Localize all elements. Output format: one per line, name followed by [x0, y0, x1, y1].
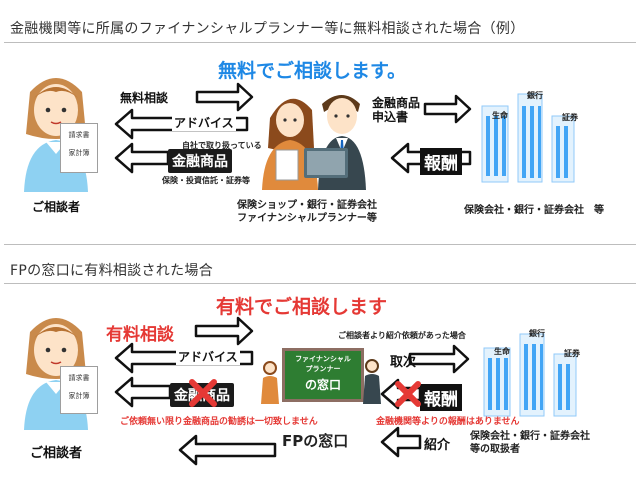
presenter-man-icon: [363, 359, 381, 404]
building-label-bank: 銀行: [527, 91, 543, 100]
doc-invoice-label-2: 請求書: [68, 374, 90, 382]
section2-right-label-line1: 保険会社・銀行・証券会社: [470, 431, 590, 442]
financial-products-badge: 金融商品: [168, 149, 232, 173]
building-label-life: 生命: [492, 111, 508, 120]
board-line1: ファイナンシャル: [295, 355, 351, 363]
center-label: 保険ショップ・銀行・証券会社 ファイナンシャルプランナー等: [237, 199, 377, 225]
no-solicit-warning: ご依頼無い限り金融商品の勧誘は一切致しません: [120, 417, 318, 427]
section2-building-label-securities: 証券: [564, 349, 580, 358]
doc-invoice-label: 請求書: [68, 131, 90, 139]
section2-buildings: [483, 333, 577, 417]
section2-headline: 有料でご相談します: [216, 296, 388, 318]
section1-title: 金融機関等に所属のファイナンシャルプランナー等に無料相談された場合（例）: [10, 21, 525, 37]
board-main: の窓口: [304, 378, 341, 392]
section1-divider: [4, 42, 636, 43]
section1-headline: 無料でご相談します。: [218, 60, 407, 82]
section1-client-label: ご相談者: [32, 200, 81, 214]
referral-note: ご相談者より紹介依頼があった場合: [338, 331, 466, 340]
agency-label: 取次: [390, 355, 417, 370]
reward-cross-mark-icon: [395, 381, 421, 407]
section2-title: FPの窓口に有料相談された場合: [10, 263, 213, 279]
section2-reward-badge: 報酬: [420, 384, 462, 411]
section1-buildings: [481, 93, 575, 183]
paid-consult-label: 有料相談: [106, 325, 174, 345]
section2-right-label: 保険会社・銀行・証券会社 等の取扱者: [470, 430, 590, 456]
section2-building-label-life: 生命: [494, 347, 510, 356]
center-label-line2: ファイナンシャルプランナー等: [237, 213, 377, 224]
introduction-label: 紹介: [424, 438, 451, 453]
client-documents: 請求書 家計簿: [60, 123, 98, 173]
board-line2: プランナー: [305, 365, 341, 373]
fp-window-board: ファイナンシャル プランナー の窓口: [282, 348, 364, 402]
cross-mark-icon: [189, 379, 217, 407]
product-application-label: 金融商品 申込書: [372, 96, 420, 124]
center-label-line1: 保険ショップ・銀行・証券会社: [237, 200, 377, 211]
presenter-woman-icon: [261, 361, 279, 404]
self-handled-note: 自社で取り扱っている: [182, 141, 262, 150]
product-application-line2: 申込書: [372, 110, 409, 124]
staff-illustration: [262, 95, 366, 190]
section-divider: [4, 244, 636, 245]
reward-badge: 報酬: [420, 148, 462, 175]
section2-right-label-line2: 等の取扱者: [470, 444, 520, 455]
section2-advice-label: アドバイス: [176, 348, 240, 365]
product-application-line1: 金融商品: [372, 96, 421, 110]
section2-client-label: ご相談者: [30, 446, 83, 461]
section1-right-label: 保険会社・銀行・証券会社 等: [464, 205, 604, 216]
no-reward-warning: 金融機関等よりの報酬はありません: [376, 417, 520, 427]
arrow-label-free-consult: 無料相談: [120, 91, 169, 105]
doc-householdbook-label-2: 家計簿: [68, 392, 90, 400]
section2-building-label-bank: 銀行: [529, 329, 545, 338]
building-label-securities: 証券: [562, 113, 578, 122]
client-documents-2: 請求書 家計簿: [60, 366, 98, 414]
section2-divider: [4, 283, 636, 284]
products-subtitle: 保険・投資信託・証券等: [162, 176, 250, 185]
fp-window-label: FPの窓口: [282, 432, 349, 450]
arrow-label-advice: アドバイス: [172, 114, 236, 131]
doc-householdbook-label: 家計簿: [68, 149, 90, 157]
